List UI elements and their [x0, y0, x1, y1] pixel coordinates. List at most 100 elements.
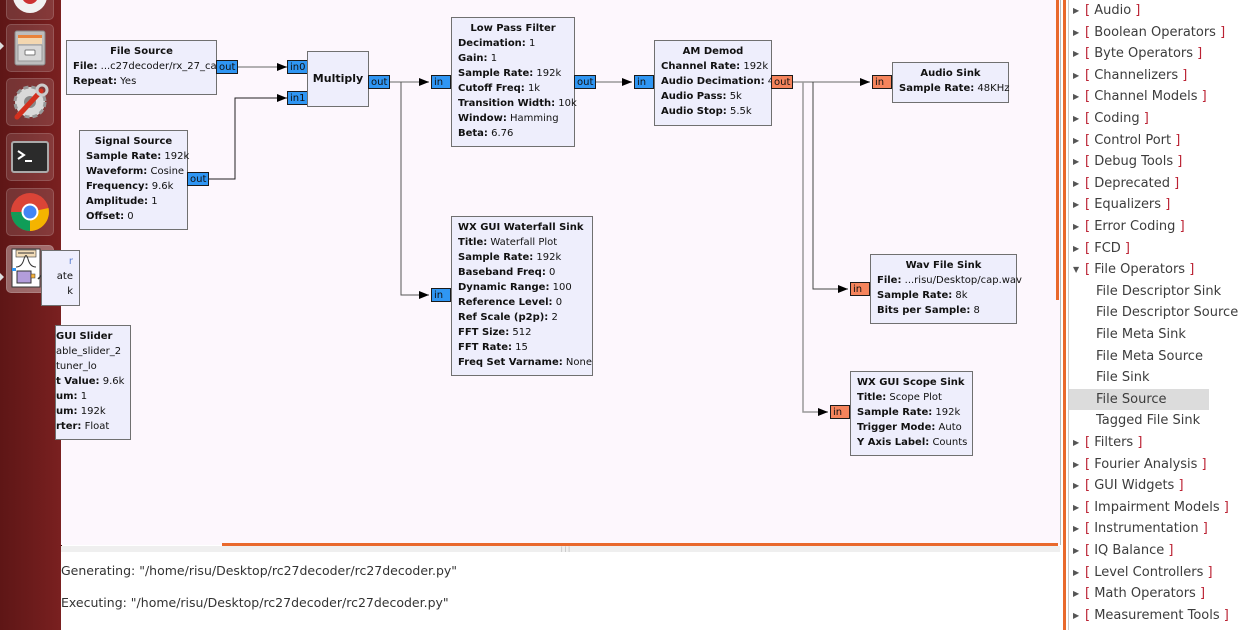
- tree-category[interactable]: ▶[ Audio ]: [1069, 0, 1209, 21]
- tree-category[interactable]: ▶[ Measurement Tools ]: [1069, 605, 1229, 626]
- expander-closed-icon[interactable]: ▶: [1073, 92, 1080, 102]
- block-low-pass-filter[interactable]: Low Pass Filter Decimation: 1 Gain: 1 Sa…: [451, 17, 577, 147]
- pane-splitter[interactable]: [61, 546, 1060, 552]
- tree-category[interactable]: ▶[ FCD ]: [1069, 238, 1209, 259]
- launcher-item-chrome[interactable]: [6, 188, 54, 236]
- expander-open-icon[interactable]: ▼: [1073, 265, 1080, 275]
- tree-block-item[interactable]: Tagged File Sink: [1069, 410, 1209, 431]
- tree-category[interactable]: ▶[ Impairment Models ]: [1069, 497, 1229, 518]
- block-title: GUI Slider: [56, 331, 113, 342]
- launcher-item-files[interactable]: [6, 24, 54, 72]
- block-scope-sink[interactable]: WX GUI Scope Sink Title: Scope Plot Samp…: [850, 371, 973, 456]
- tree-category[interactable]: ▶[ Equalizers ]: [1069, 194, 1209, 215]
- port-file-source-out[interactable]: out: [216, 60, 239, 74]
- tree-block-item[interactable]: File Meta Source: [1069, 346, 1209, 367]
- expander-closed-icon[interactable]: ▶: [1073, 589, 1080, 599]
- expander-closed-icon[interactable]: ▶: [1073, 70, 1080, 80]
- tree-block-item[interactable]: File Descriptor Source: [1069, 302, 1238, 323]
- tree-item-label: [ Level Controllers ]: [1085, 564, 1213, 580]
- port-multiply-out[interactable]: out: [368, 75, 391, 89]
- block-waterfall-sink[interactable]: WX GUI Waterfall Sink Title: Waterfall P…: [451, 216, 593, 376]
- port-multiply-in1[interactable]: in1: [287, 91, 309, 105]
- port-am-demod-in[interactable]: in: [634, 75, 654, 89]
- expander-closed-icon[interactable]: ▶: [1073, 27, 1080, 37]
- block-param: Title: Waterfall Plot: [458, 237, 558, 248]
- tree-category[interactable]: ▶[ Deprecated ]: [1069, 173, 1209, 194]
- block-file-source[interactable]: File Source File: ...c27decoder/rx_27_ca…: [66, 40, 223, 95]
- tree-category[interactable]: ▶[ Byte Operators ]: [1069, 43, 1209, 64]
- tree-block-item[interactable]: File Source: [1069, 388, 1209, 410]
- block-am-demod[interactable]: AM Demod Channel Rate: 192k Audio Decima…: [654, 40, 774, 126]
- tree-category[interactable]: ▶[ Channelizers ]: [1069, 65, 1209, 86]
- block-title: WX GUI Scope Sink: [857, 377, 965, 388]
- tree-category[interactable]: ▶ [ Error Coding ]: [1069, 216, 1209, 237]
- port-audio-sink-in[interactable]: in: [872, 75, 892, 89]
- tree-category[interactable]: ▶ [ Level Controllers ]: [1069, 562, 1213, 583]
- tree-category[interactable]: ▶[ Coding ]: [1069, 108, 1209, 129]
- port-wav-sink-in[interactable]: in: [850, 282, 870, 296]
- expander-closed-icon[interactable]: ▶: [1073, 243, 1080, 253]
- expander-closed-icon[interactable]: ▶: [1073, 546, 1080, 555]
- tree-category[interactable]: ▶[ GUI Widgets ]: [1069, 475, 1209, 496]
- port-lpf-in[interactable]: in: [431, 75, 451, 89]
- expander-closed-icon[interactable]: ▶: [1073, 567, 1080, 577]
- connection-am-demod-wav-sink[interactable]: [812, 82, 848, 293]
- tree-item-label: [ Control Port ]: [1085, 132, 1181, 148]
- tree-category[interactable]: ▶[ IQ Balance ]: [1069, 540, 1209, 561]
- tree-category[interactable]: ▶[ Math Operators ]: [1069, 583, 1209, 604]
- tree-category[interactable]: ▶[ Boolean Operators ]: [1069, 22, 1225, 43]
- expander-closed-icon[interactable]: ▶: [1073, 135, 1080, 145]
- tree-block-item[interactable]: File Sink: [1069, 367, 1209, 388]
- block-param: Baseband Freq: 0: [458, 267, 556, 278]
- expander-closed-icon[interactable]: ▶: [1073, 610, 1080, 620]
- canvas-horizontal-scrollbar[interactable]: [222, 543, 1058, 546]
- connection-am-demod-scope-sink[interactable]: [802, 82, 828, 416]
- block-multiply[interactable]: Multiply: [307, 51, 369, 107]
- expander-closed-icon[interactable]: ▶: [1073, 200, 1080, 210]
- tree-item-label: [ Error Coding ]: [1085, 219, 1185, 234]
- block-param: Dynamic Range: 100: [458, 282, 572, 293]
- connection-signal-source-multiply[interactable]: [207, 94, 287, 180]
- expander-closed-icon[interactable]: ▶: [1073, 178, 1080, 188]
- flowgraph-canvas[interactable]: File Source File: ...c27decoder/rx_27_ca…: [41, 0, 1061, 545]
- expander-closed-icon[interactable]: ▶: [1073, 438, 1080, 447]
- tree-category[interactable]: ▶[ Filters ]: [1069, 432, 1209, 453]
- expander-closed-icon[interactable]: ▶: [1073, 114, 1080, 123]
- expander-closed-icon[interactable]: ▶: [1073, 481, 1080, 491]
- running-indicator: [0, 273, 4, 281]
- tree-block-item[interactable]: File Meta Sink: [1069, 324, 1209, 345]
- expander-closed-icon[interactable]: ▶: [1073, 49, 1080, 59]
- block-wav-file-sink[interactable]: Wav File Sink File: ...risu/Desktop/cap.…: [870, 254, 1022, 324]
- canvas-vertical-scrollbar[interactable]: [1056, 0, 1059, 300]
- port-lpf-out[interactable]: out: [574, 75, 597, 89]
- tree-category[interactable]: ▶[ Instrumentation ]: [1069, 518, 1209, 539]
- tree-category[interactable]: ▶[ Debug Tools ]: [1069, 151, 1209, 172]
- expander-closed-icon[interactable]: ▶: [1073, 157, 1080, 167]
- expander-closed-icon[interactable]: ▶: [1073, 459, 1080, 469]
- tree-category[interactable]: ▼[ File Operators ]: [1069, 259, 1209, 280]
- block-partial-hidden[interactable]: r ate k: [41, 250, 80, 306]
- tree-scroll-indicator[interactable]: [1063, 0, 1066, 630]
- tree-block-item[interactable]: File Descriptor Sink: [1069, 281, 1221, 302]
- tree-category[interactable]: ▶[ Fourier Analysis ]: [1069, 454, 1209, 475]
- block-audio-sink[interactable]: Audio Sink Sample Rate: 48KHz: [892, 62, 1009, 103]
- port-signal-source-out[interactable]: out: [187, 172, 210, 186]
- tree-category[interactable]: ▶ [ Control Port ]: [1069, 130, 1209, 151]
- port-waterfall-in[interactable]: in: [431, 288, 451, 302]
- block-param: Bits per Sample: 8: [877, 305, 980, 316]
- port-multiply-in0[interactable]: in0: [287, 60, 309, 74]
- block-signal-source[interactable]: Signal Source Sample Rate: 192k Waveform…: [79, 130, 189, 230]
- expander-closed-icon[interactable]: ▶: [1073, 222, 1080, 231]
- splitter-grip-icon[interactable]: │││: [560, 547, 571, 554]
- expander-closed-icon[interactable]: ▶: [1073, 502, 1080, 512]
- launcher-item-terminal[interactable]: [6, 133, 54, 181]
- connection-multiply-waterfall[interactable]: [400, 82, 429, 299]
- launcher-item-software[interactable]: [6, 0, 54, 20]
- launcher-item-settings[interactable]: [6, 78, 54, 126]
- expander-closed-icon[interactable]: ▶: [1073, 524, 1080, 534]
- port-am-demod-out[interactable]: out: [771, 75, 794, 89]
- block-wx-gui-slider[interactable]: GUI Slider able_slider_2 tuner_lo t Valu…: [55, 325, 131, 440]
- tree-category[interactable]: ▶[ Channel Models ]: [1069, 86, 1209, 107]
- port-scope-sink-in[interactable]: in: [830, 405, 850, 419]
- expander-closed-icon[interactable]: ▶: [1073, 6, 1080, 15]
